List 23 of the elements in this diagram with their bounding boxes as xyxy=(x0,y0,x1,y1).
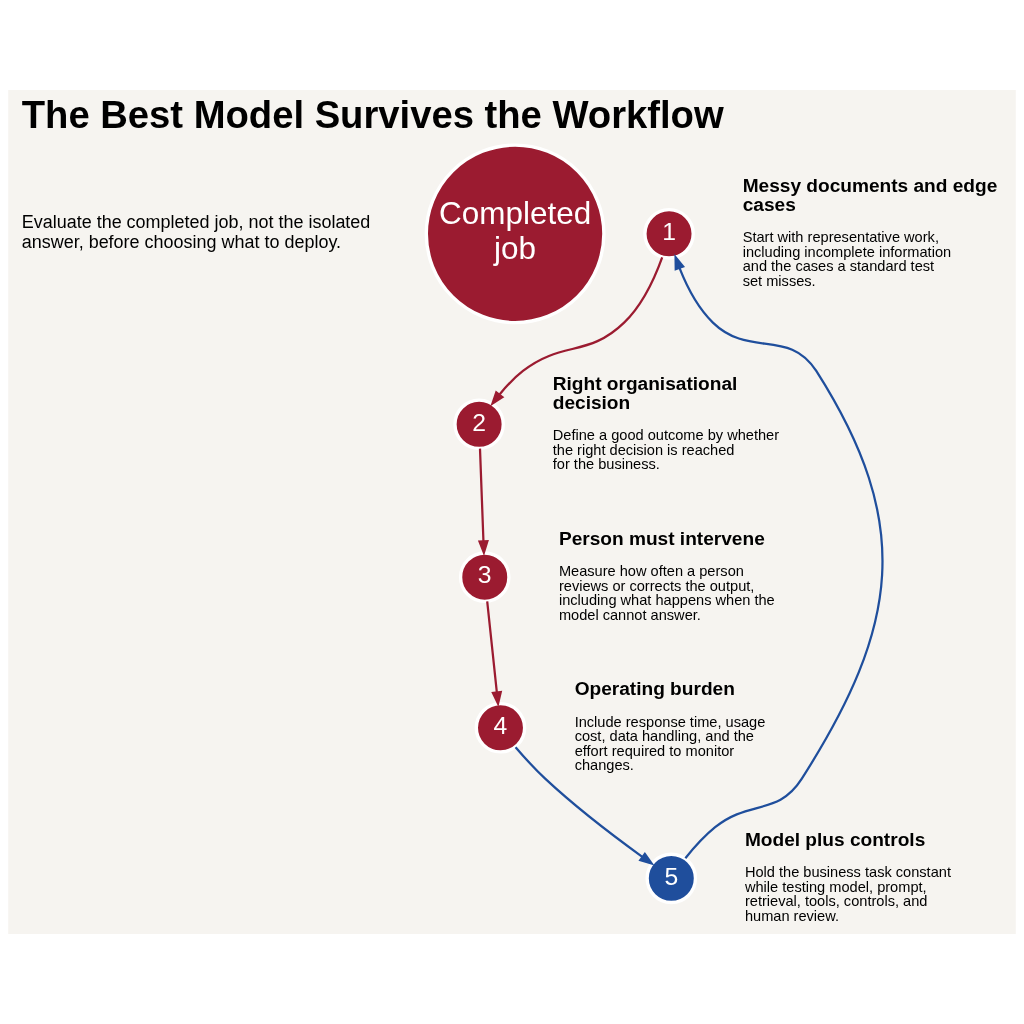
node-circle: 1 xyxy=(643,208,695,260)
arrow xyxy=(486,601,503,708)
node-label: Right organisational decision xyxy=(552,372,738,413)
node-label: Model plus controls xyxy=(744,828,926,850)
arrow xyxy=(490,256,664,407)
node-circle: 4 xyxy=(474,701,527,754)
node-label: Messy documents and edge cases xyxy=(742,174,998,215)
node-label: Person must intervene xyxy=(558,527,765,549)
node-circle: Completed job xyxy=(424,143,606,325)
node-label: Hold the business task constant while testing model, prompt, retrieval, tools, controls, and human review. xyxy=(744,864,951,924)
arrow xyxy=(477,448,489,556)
node-label: Operating burden xyxy=(574,678,735,700)
node-label: Define a good outcome by whether the right decision is reached for the business. xyxy=(552,426,780,473)
node-label: Measure how often a person reviews or corrects the output, including what happens when the model cannot answer. xyxy=(558,562,775,623)
node-label: Start with representative work, including incomplete information and the cases a standard test set misses. xyxy=(742,229,952,289)
diagram-title: The Best Model Survives the Workflow xyxy=(21,93,724,137)
node-label: Include response time, usage cost, data handling, and the effort required to monitor changes. xyxy=(574,713,766,774)
node-circle: 3 xyxy=(458,551,511,604)
node-circle: 5 xyxy=(645,852,698,905)
label: Evaluate the completed job, not the isolated answer, before choosing what to deploy. xyxy=(21,212,371,253)
arrow xyxy=(674,254,884,859)
node-circle: 2 xyxy=(453,398,505,451)
arrow xyxy=(514,746,655,866)
